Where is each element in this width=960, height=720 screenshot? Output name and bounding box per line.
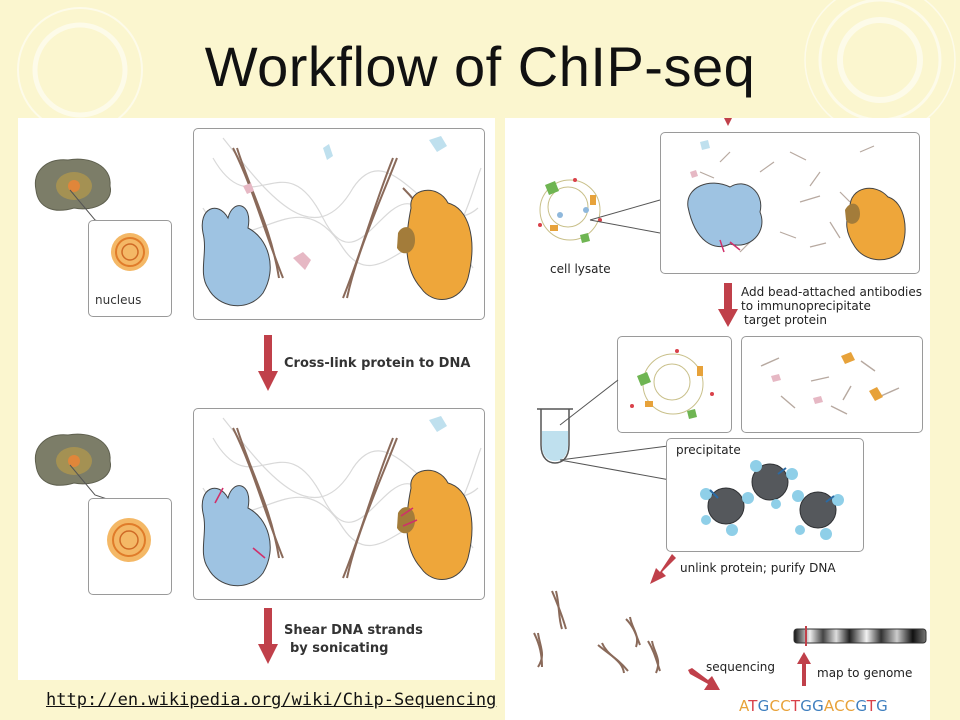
sequencing-arrow bbox=[688, 668, 720, 690]
step-crosslink: Cross-link protein to DNA bbox=[284, 356, 471, 371]
sequence-letter: T bbox=[866, 697, 877, 715]
map-up-arrow bbox=[797, 652, 811, 686]
sequence-letter: C bbox=[844, 697, 856, 715]
down-arrow-1 bbox=[258, 335, 278, 391]
mixture-scene bbox=[630, 349, 714, 419]
genome-bar bbox=[793, 626, 927, 646]
sequence-letter: C bbox=[834, 697, 845, 715]
cell-lysate-icon bbox=[538, 178, 602, 243]
step-ip-line3: target protein bbox=[744, 313, 827, 327]
down-arrow-2 bbox=[258, 608, 278, 664]
sequence-letter: A bbox=[823, 697, 835, 715]
sequence-letter: T bbox=[790, 697, 801, 715]
sequence-letter: G bbox=[855, 697, 867, 715]
tube-icon bbox=[537, 408, 573, 464]
top-arrow bbox=[724, 118, 732, 126]
mixture-box bbox=[617, 336, 732, 433]
chromatin-scene-1 bbox=[201, 136, 482, 307]
step-ip-line1: Add bead-attached antibodies bbox=[741, 285, 923, 299]
sequence-letter: G bbox=[757, 697, 770, 715]
fragments-box bbox=[741, 336, 923, 433]
nucleus-icon bbox=[111, 233, 149, 271]
nucleus-label: nucleus bbox=[95, 293, 142, 307]
precipitate-label: precipitate bbox=[676, 443, 741, 457]
sequence-letter: A bbox=[739, 697, 749, 715]
sequence-letter: G bbox=[812, 697, 824, 715]
fragments-scene bbox=[760, 352, 900, 415]
source-link[interactable]: http://en.wikipedia.org/wiki/Chip-Sequen… bbox=[46, 690, 497, 710]
cell-icon-2 bbox=[34, 433, 111, 486]
nucleus-icon-2 bbox=[107, 518, 151, 562]
cell-lysate-label: cell lysate bbox=[550, 262, 611, 276]
map-to-genome-label: map to genome bbox=[817, 666, 913, 680]
slide-title: Workflow of ChIP-seq bbox=[204, 35, 756, 98]
sequence-letter: C bbox=[780, 697, 791, 715]
step-shear-line2: by sonicating bbox=[290, 641, 389, 656]
down-arrow-3 bbox=[718, 283, 738, 327]
antibody-beads bbox=[700, 460, 844, 540]
sequencing-label: sequencing bbox=[706, 660, 775, 674]
sequence-text: ATGCCTGGACCGTG bbox=[739, 697, 888, 715]
chromatin-scene-2 bbox=[201, 416, 482, 587]
sequence-letter: C bbox=[769, 697, 781, 715]
dna-fragments bbox=[533, 590, 661, 674]
lysate-zoom-lines bbox=[589, 199, 661, 234]
cell-icon bbox=[34, 158, 111, 211]
step-shear-line1: Shear DNA strands bbox=[284, 623, 423, 638]
step-ip-line2: to immunoprecipitate bbox=[741, 299, 871, 313]
lysate-zoom-scene bbox=[687, 140, 906, 261]
diagonal-arrow-4 bbox=[650, 554, 676, 584]
sequence-letter: T bbox=[748, 697, 758, 715]
sequence-letter: G bbox=[800, 697, 813, 715]
sequence-readout: ATGCCTGGACCGTG bbox=[739, 697, 888, 715]
tube-zoom-lines bbox=[559, 379, 671, 481]
step-unlink: unlink protein; purify DNA bbox=[680, 561, 836, 575]
sequence-letter: G bbox=[876, 697, 888, 715]
